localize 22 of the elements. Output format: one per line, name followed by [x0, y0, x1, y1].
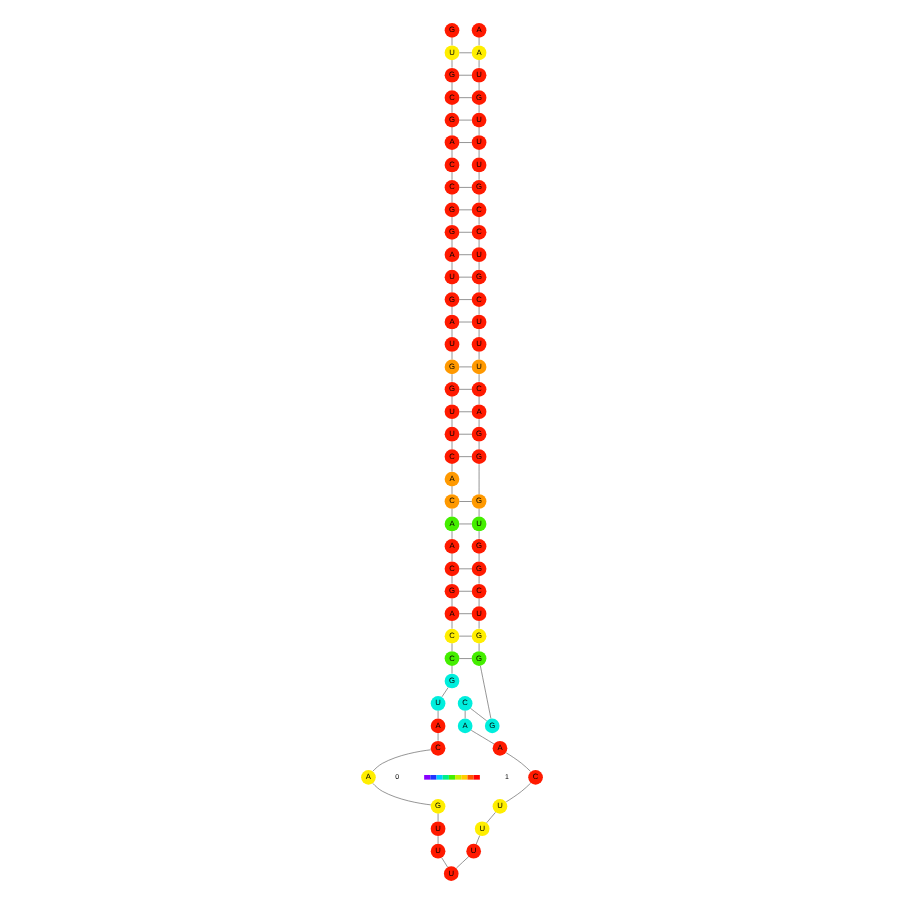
connector — [459, 389, 472, 390]
connector — [372, 783, 432, 806]
connector — [459, 187, 472, 188]
connector — [480, 665, 492, 719]
connector — [505, 782, 531, 803]
connector — [459, 456, 472, 457]
connector — [459, 658, 472, 659]
connector — [470, 730, 495, 745]
connector — [459, 254, 472, 256]
connector — [475, 835, 480, 845]
connector — [441, 687, 449, 698]
connector — [486, 812, 496, 824]
connector — [456, 856, 469, 869]
connector — [505, 752, 531, 772]
connector — [459, 97, 472, 98]
connector — [441, 857, 448, 868]
connector — [459, 299, 472, 300]
connector — [459, 501, 472, 502]
connector — [372, 749, 432, 772]
connector — [459, 142, 472, 143]
connector — [459, 613, 472, 614]
connector — [470, 708, 488, 722]
